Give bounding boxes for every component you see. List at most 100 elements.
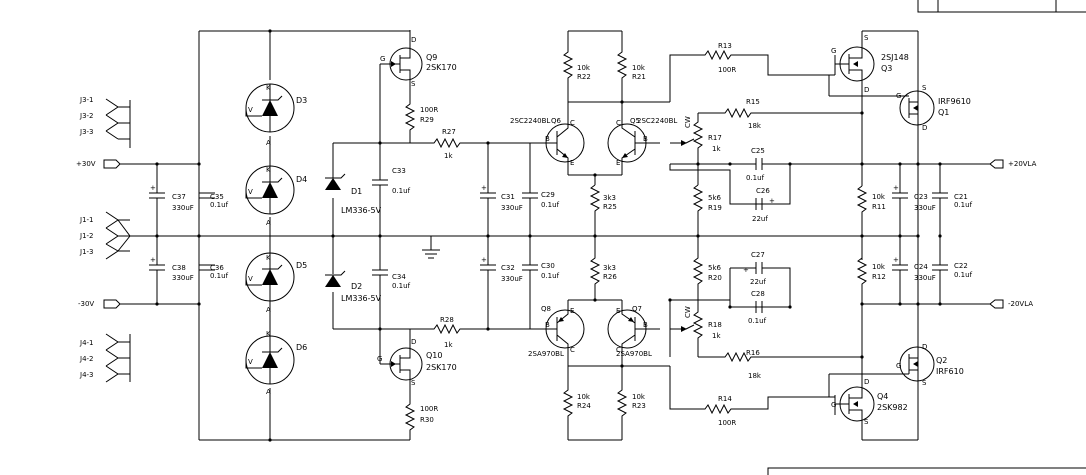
r26-val: 3k3 [603, 264, 616, 272]
c28-val: 0.1uf [748, 317, 767, 325]
svg-text:+: + [150, 184, 156, 192]
r19-val: 5k6 [708, 194, 722, 202]
c33-ref: C33 [392, 167, 406, 175]
r26-ref: R26 [603, 273, 617, 281]
r28-ref: R28 [440, 316, 454, 324]
c29-ref: C29 [541, 191, 555, 199]
svg-text:V: V [248, 106, 253, 114]
svg-text:C: C [570, 119, 575, 127]
bjt-q7: BEC Q7 2SA970BL [607, 300, 660, 366]
c22-ref: C22 [954, 262, 968, 270]
label-j4-2: J4-2 [79, 355, 94, 363]
label-pos30: +30V [76, 160, 96, 168]
cap-c38: + C38 330uF [149, 236, 194, 304]
q7-ref: Q7 [632, 305, 642, 313]
bjt-q5: BCE Q5 2SC2240BL [607, 102, 677, 175]
svg-text:D: D [864, 378, 869, 386]
connector-out-pos: +20VLA [989, 159, 1037, 169]
diode-d3: KAV D3 [245, 83, 307, 147]
mosfet-q3: GSD 2SJ148 Q3 [831, 31, 909, 96]
resistor-r24: 10k R24 [562, 366, 591, 440]
svg-text:G: G [896, 92, 901, 100]
cap-c37: + C37 330uF [149, 164, 194, 236]
c27-val: 22uf [750, 278, 766, 286]
r16-ref: R16 [746, 349, 760, 357]
r28-val: 1k [444, 341, 453, 349]
d4-ref: D4 [296, 175, 307, 184]
c37-ref: C37 [172, 193, 186, 201]
resistor-r11: 10k R11 [856, 185, 886, 236]
connector-neg30: -30V [78, 299, 130, 309]
r11-ref: R11 [872, 203, 886, 211]
c34-val: 0.1uf [392, 282, 411, 290]
svg-text:E: E [616, 307, 620, 315]
r30-ref: R30 [420, 416, 434, 424]
svg-text:B: B [545, 321, 550, 329]
cap-c27-c28: C27 22uf + C28 0.1uf [670, 251, 791, 325]
r11-val: 10k [872, 193, 886, 201]
resistor-r19: 5k6 R19 [692, 184, 722, 236]
r25-val: 3k3 [603, 194, 616, 202]
svg-text:+: + [481, 256, 487, 264]
svg-text:V: V [248, 358, 253, 366]
label-out-neg: -20VLA [1008, 300, 1033, 308]
c23-val: 330uF [914, 204, 936, 212]
svg-text:G: G [380, 55, 385, 63]
q6-val: 2SC2240BL [510, 117, 550, 125]
c36-val: 0.1uf [210, 272, 229, 280]
resistor-r23: 10k R23 [616, 366, 646, 440]
c21-ref: C21 [954, 193, 968, 201]
svg-text:A: A [266, 388, 271, 396]
svg-text:D: D [864, 86, 869, 94]
q2-val: IRF610 [936, 367, 964, 376]
svg-text:B: B [545, 135, 550, 143]
svg-text:E: E [616, 159, 620, 167]
bjt-q6: BCE 2SC2240BL Q6 [510, 102, 585, 175]
c33-val: 0.1uf [392, 187, 411, 195]
cap-c36: C36 0.1uf [199, 264, 229, 280]
cap-c35: C35 0.1uf [199, 192, 229, 209]
q10-val: 2SK170 [426, 363, 457, 372]
q3-ref: Q3 [881, 64, 892, 73]
c26-val: 22uf [752, 215, 768, 223]
resistor-r30: 100R R30 [404, 396, 438, 440]
svg-text:C: C [616, 119, 621, 127]
q9-ref: Q9 [426, 53, 437, 62]
svg-text:S: S [864, 34, 869, 42]
resistor-r14: R14 100R [669, 366, 835, 427]
label-j3-3: J3-3 [79, 128, 94, 136]
cap-c33: C33 0.1uf [372, 143, 411, 236]
cap-c31: + C31 330uF [480, 143, 523, 236]
cap-c22: C22 0.1uf [932, 236, 973, 304]
svg-text:K: K [266, 84, 271, 92]
r21-ref: R21 [632, 73, 646, 81]
r23-val: 10k [632, 393, 646, 401]
r13-val: 100R [718, 66, 736, 74]
cap-c29: C29 0.1uf [488, 142, 560, 236]
label-neg30: -30V [78, 300, 94, 308]
c32-ref: C32 [501, 264, 515, 272]
label-j1-1: J1-1 [79, 216, 94, 224]
c38-val: 330uF [172, 274, 194, 282]
svg-text:E: E [570, 307, 574, 315]
q6-ref: Q6 [551, 117, 562, 125]
resistor-r22: 10k R22 [562, 31, 591, 102]
r13-ref: R13 [718, 42, 732, 50]
jfet-q10: GDS Q10 2SK170 [377, 329, 457, 396]
c21-val: 0.1uf [954, 201, 973, 209]
svg-text:C: C [616, 346, 621, 354]
r24-val: 10k [577, 393, 591, 401]
resistor-r15: R15 18k [698, 98, 862, 130]
svg-text:D: D [922, 343, 927, 351]
bjt-q8: BEC Q8 2SA970BL [528, 300, 585, 366]
resistor-r27: R27 1k [380, 128, 488, 160]
title-block-top [917, 0, 1086, 13]
resistor-r21: 10k R21 [616, 31, 646, 102]
c31-ref: C31 [501, 193, 515, 201]
c38-ref: C38 [172, 264, 186, 272]
svg-text:K: K [266, 330, 271, 338]
r15-ref: R15 [746, 98, 760, 106]
svg-text:+: + [150, 256, 156, 264]
connector-j4: J4-1 J4-2 J4-3 [79, 333, 131, 383]
